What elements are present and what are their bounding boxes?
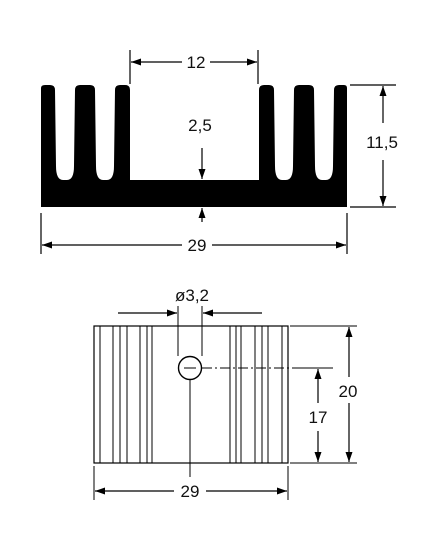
top-width-dimension: 12: [129, 50, 259, 84]
top-view-outline: [93, 325, 289, 464]
hole-diameter-dimension: ø3,2: [118, 286, 262, 326]
height-dimension: 11,5: [350, 84, 398, 208]
heatsink-profile: [41, 85, 347, 207]
depth-label: 20: [339, 382, 358, 401]
bottom-width-dimension: 29: [93, 466, 289, 501]
top-width-label: 12: [187, 53, 206, 72]
hole-position-dimension: 17: [309, 369, 328, 462]
height-label: 11,5: [366, 133, 398, 152]
base-thickness-dimension: 2,5: [188, 116, 212, 222]
mounting-hole: [177, 326, 333, 477]
front-view: 12 2,5 11,5 29: [40, 50, 398, 255]
hole-diameter-label: ø3,2: [175, 286, 209, 305]
total-width-label: 29: [188, 236, 207, 255]
left-fin-lines: [99, 326, 153, 463]
right-fin-lines: [229, 326, 283, 463]
bottom-width-label: 29: [181, 482, 200, 501]
hole-position-label: 17: [309, 408, 328, 427]
top-view: ø3,2 17 20: [93, 286, 358, 501]
base-thickness-label: 2,5: [188, 116, 212, 135]
total-width-dimension: 29: [40, 213, 348, 255]
depth-dimension: 20: [290, 325, 358, 464]
